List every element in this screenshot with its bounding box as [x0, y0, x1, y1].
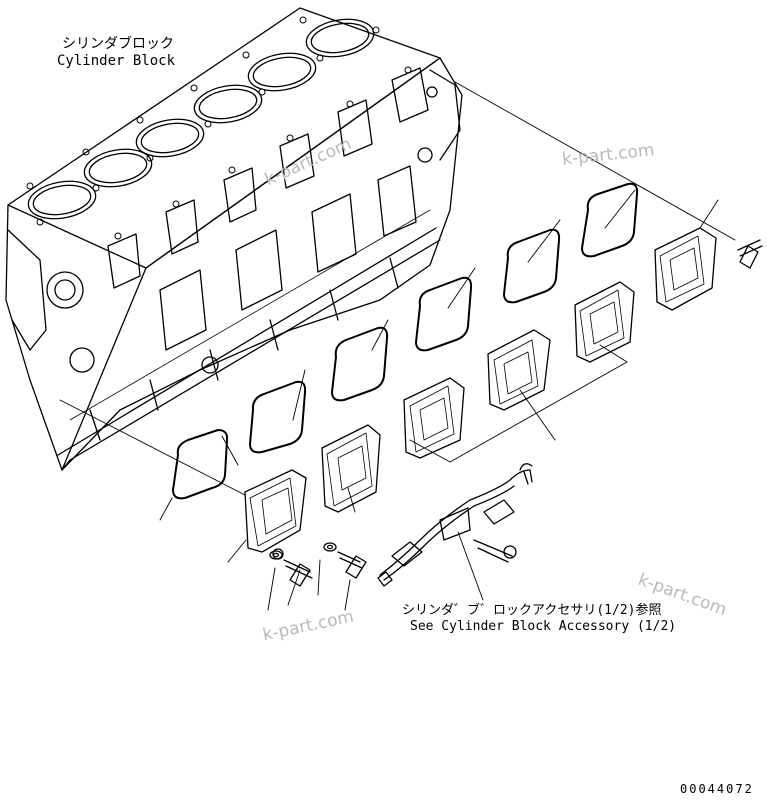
cylinder-block-drawing	[5, 7, 463, 471]
leader-lines	[59, 81, 736, 611]
side-covers	[244, 227, 717, 560]
accessory-reference-label-en: See Cylinder Block Accessory (1/2)	[410, 619, 677, 634]
cylinder-block-label-en: Cylinder Block	[57, 53, 176, 69]
cylinder-block-label-jp: シリンダブロック	[62, 36, 174, 52]
fasteners	[269, 239, 763, 587]
drawing-number: 00044072	[680, 782, 754, 796]
accessory-reference-label-jp: シリンダ゛ブ゛ロックアクセサリ(1/2)参照	[402, 603, 662, 618]
wiring-harness	[377, 463, 533, 587]
gaskets	[172, 182, 639, 500]
